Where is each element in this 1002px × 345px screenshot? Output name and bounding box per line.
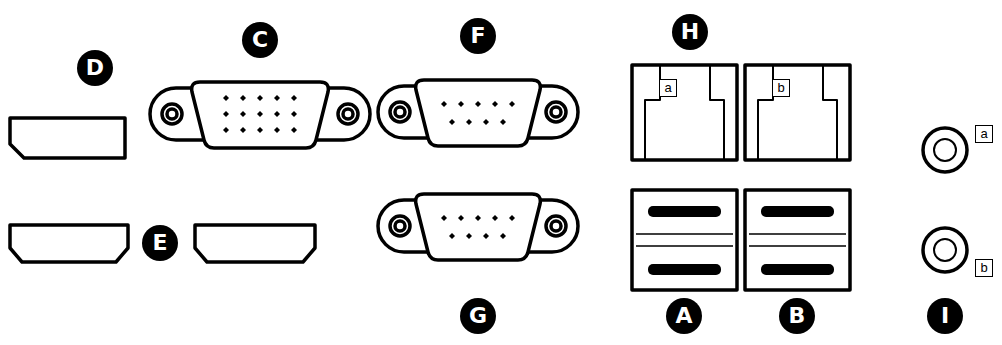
- port-sublabel: a: [975, 125, 993, 143]
- displayport-port: [10, 118, 125, 158]
- port-sublabel: b: [975, 259, 993, 277]
- pin: [257, 127, 263, 133]
- callout-letter: A: [666, 298, 702, 334]
- pin: [483, 233, 489, 239]
- pin: [441, 101, 447, 107]
- pin: [223, 95, 229, 101]
- pin: [291, 95, 297, 101]
- pin: [257, 95, 263, 101]
- pin: [291, 127, 297, 133]
- pin: [223, 127, 229, 133]
- pin: [509, 101, 515, 107]
- callout-letter: D: [77, 50, 113, 86]
- lan-port: [632, 65, 850, 160]
- callout-letter: E: [142, 225, 178, 261]
- pin: [274, 127, 280, 133]
- pin: [492, 101, 498, 107]
- pin: [458, 101, 464, 107]
- audio-jack: [923, 128, 967, 272]
- pin: [441, 215, 447, 221]
- pin: [466, 233, 472, 239]
- pin: [274, 95, 280, 101]
- pin: [223, 111, 229, 117]
- callout-letter: I: [927, 298, 963, 334]
- serial-port: [378, 194, 578, 260]
- pin: [274, 111, 280, 117]
- pin: [449, 119, 455, 125]
- callout-letter: B: [779, 298, 815, 334]
- callout-letter: H: [672, 14, 708, 50]
- usb-slot: [648, 206, 834, 275]
- callout-letter: C: [242, 22, 278, 58]
- vga-port: [150, 82, 370, 148]
- pin: [500, 119, 506, 125]
- pin: [291, 111, 297, 117]
- pin: [466, 119, 472, 125]
- pin: [475, 101, 481, 107]
- pin: [483, 119, 489, 125]
- pin: [509, 215, 515, 221]
- usb-port: [632, 190, 850, 290]
- hdmi-port: [195, 225, 315, 262]
- connector-pins: [223, 95, 515, 239]
- port-sublabel: a: [659, 79, 677, 97]
- serial-port: [378, 80, 578, 146]
- pin: [458, 215, 464, 221]
- callout-letter: G: [460, 298, 496, 334]
- pin: [257, 111, 263, 117]
- hdmi-port: [10, 225, 128, 262]
- pin: [240, 111, 246, 117]
- callout-letter: F: [460, 18, 496, 54]
- pin: [449, 233, 455, 239]
- pin: [500, 233, 506, 239]
- pin: [492, 215, 498, 221]
- pin: [240, 127, 246, 133]
- pin: [240, 95, 246, 101]
- port-sublabel: b: [772, 79, 790, 97]
- pin: [475, 215, 481, 221]
